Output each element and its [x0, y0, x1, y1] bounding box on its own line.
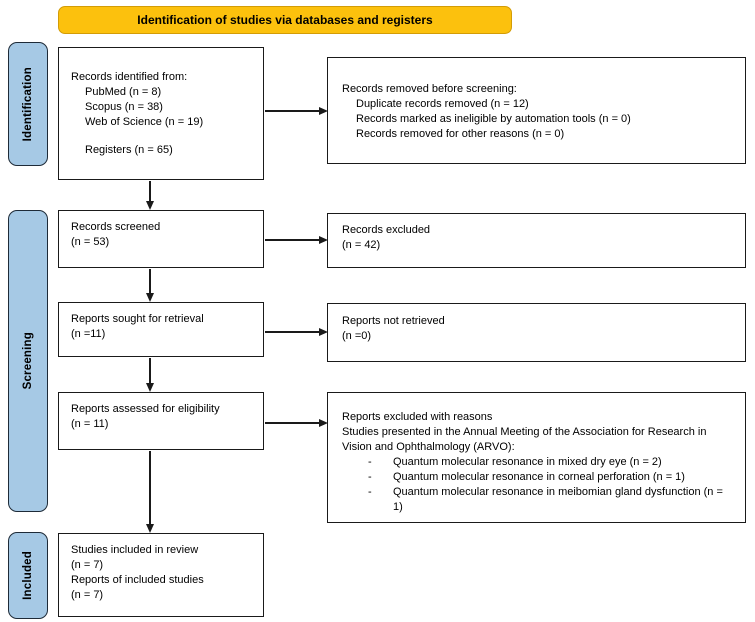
records-removed-title: Records removed before screening: — [342, 83, 517, 95]
reports-sought-label: Reports sought for retrieval — [71, 313, 204, 325]
box-reports-excluded-reasons: Reports excluded with reasons Studies pr… — [327, 392, 746, 523]
reports-not-retrieved-label: Reports not retrieved — [342, 315, 445, 327]
records-removed-other: Records removed for other reasons (n = 0… — [356, 128, 565, 140]
records-identified-pubmed: PubMed (n = 8) — [85, 86, 162, 98]
box-records-excluded: Records excluded (n = 42) — [327, 213, 746, 268]
box-reports-not-retrieved: Reports not retrieved (n =0) — [327, 303, 746, 362]
stage-label-included: Included — [8, 532, 48, 619]
excluded-reason-item: - Quantum molecular resonance in mixed d… — [342, 455, 737, 470]
box-reports-sought: Reports sought for retrieval (n =11) — [58, 302, 264, 357]
box-records-removed: Records removed before screening: Duplic… — [327, 57, 746, 164]
reports-not-retrieved-count: (n =0) — [342, 330, 372, 342]
records-removed-duplicates: Duplicate records removed (n = 12) — [356, 98, 529, 110]
banner-title: Identification of studies via databases … — [137, 12, 433, 27]
arrow-identified-to-screened — [149, 181, 151, 201]
box-records-identified: Records identified from: PubMed (n = 8) … — [58, 47, 264, 180]
arrow-sought-to-not-retrieved — [265, 331, 319, 333]
records-identified-registers: Registers (n = 65) — [85, 144, 173, 156]
excluded-reason-dry-eye: Quantum molecular resonance in mixed dry… — [393, 456, 662, 468]
box-records-screened: Records screened (n = 53) — [58, 210, 264, 268]
bullet-dash: - — [368, 471, 372, 483]
box-studies-included: Studies included in review (n = 7) Repor… — [58, 533, 264, 617]
excluded-reason-corneal: Quantum molecular resonance in corneal p… — [393, 471, 685, 483]
banner: Identification of studies via databases … — [58, 6, 512, 34]
bullet-dash: - — [368, 456, 372, 468]
stage-identification-text: Identification — [21, 66, 34, 142]
reports-excluded-title: Reports excluded with reasons — [342, 411, 493, 423]
arrow-sought-to-assessed — [149, 358, 151, 383]
arrow-screened-to-sought — [149, 269, 151, 293]
reports-assessed-label: Reports assessed for eligibility — [71, 403, 220, 415]
arrow-assessed-to-excluded-reasons — [265, 422, 319, 424]
studies-included-label: Studies included in review — [71, 544, 199, 556]
arrow-identified-to-removed — [265, 110, 319, 112]
records-excluded-count: (n = 42) — [342, 239, 381, 251]
studies-included-count: (n = 7) — [71, 559, 104, 571]
reports-sought-count: (n =11) — [71, 328, 106, 340]
reports-included-label: Reports of included studies — [71, 574, 204, 586]
stage-screening-text: Screening — [21, 332, 34, 390]
reports-excluded-subtitle: Studies presented in the Annual Meeting … — [342, 426, 707, 453]
records-removed-automation: Records marked as ineligible by automati… — [356, 113, 631, 125]
excluded-reason-item: - Quantum molecular resonance in meibomi… — [342, 485, 737, 515]
stage-label-screening: Screening — [8, 210, 48, 512]
excluded-reason-meibomian: Quantum molecular resonance in meibomian… — [393, 486, 723, 513]
records-screened-label: Records screened — [71, 221, 161, 233]
arrow-screened-to-excluded — [265, 239, 319, 241]
stage-label-identification: Identification — [8, 42, 48, 166]
excluded-reason-item: - Quantum molecular resonance in corneal… — [342, 470, 737, 485]
records-excluded-label: Records excluded — [342, 224, 431, 236]
records-screened-count: (n = 53) — [71, 236, 110, 248]
records-identified-wos: Web of Science (n = 19) — [85, 116, 204, 128]
reports-included-count: (n = 7) — [71, 589, 104, 601]
bullet-dash: - — [368, 486, 372, 498]
records-identified-scopus: Scopus (n = 38) — [85, 101, 163, 113]
reports-assessed-count: (n = 11) — [71, 418, 109, 430]
box-reports-assessed: Reports assessed for eligibility (n = 11… — [58, 392, 264, 450]
stage-included-text: Included — [21, 551, 34, 600]
arrow-assessed-to-included — [149, 451, 151, 524]
records-identified-title: Records identified from: — [71, 71, 188, 83]
